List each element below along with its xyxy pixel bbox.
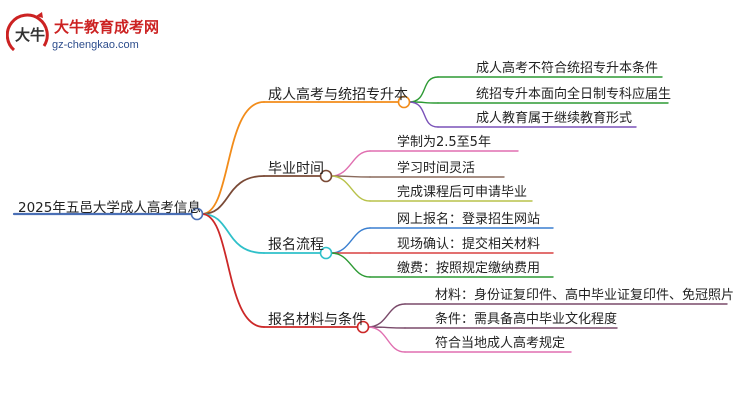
branch-node-2[interactable] — [319, 246, 333, 260]
branch-label-2: 报名流程 — [268, 237, 324, 253]
branch-node-0[interactable] — [397, 95, 411, 109]
branch-label-3: 报名材料与条件 — [268, 312, 366, 328]
leaf-label-2-2: 缴费：按照规定缴纳费用 — [397, 261, 541, 276]
leaf-label-3-1: 条件：需具备高中毕业文化程度 — [435, 312, 618, 327]
leaf-connector-2-2 — [330, 252, 371, 278]
mindmap-edges — [12, 76, 728, 353]
branch-connector-0 — [201, 101, 265, 215]
leaf-label-2-1: 现场确认：提交相关材料 — [397, 237, 541, 252]
leaf-label-0-2: 成人教育属于继续教育形式 — [476, 111, 633, 126]
leaf-label-1-1: 学习时间灵活 — [397, 161, 476, 176]
root-node[interactable] — [190, 207, 204, 221]
branch-label-1: 毕业时间 — [268, 161, 324, 177]
branch-node-3[interactable] — [356, 320, 370, 334]
leaf-label-1-2: 完成课程后可申请毕业 — [397, 185, 528, 200]
leaf-label-2-0: 网上报名：登录招生网站 — [397, 212, 541, 227]
branch-connector-1 — [201, 175, 265, 215]
mindmap-nodes — [190, 95, 411, 334]
branch-label-0: 成人高考与统招专升本 — [268, 87, 408, 103]
leaf-connector-2-0 — [330, 227, 371, 254]
leaf-label-3-2: 符合当地成人高考规定 — [435, 336, 566, 351]
leaf-connector-0-2 — [408, 101, 439, 128]
leaf-connector-0-0 — [408, 76, 439, 103]
branch-connector-3 — [201, 213, 265, 328]
leaf-label-0-1: 统招专升本面向全日制专科应届生 — [476, 87, 672, 102]
logo-badge-icon: 大牛 — [6, 12, 49, 52]
branch-connector-2 — [201, 213, 265, 254]
root-label: 2025年五邑大学成人高考信息 — [18, 200, 201, 216]
leaf-label-0-0: 成人高考不符合统招专升本条件 — [476, 61, 659, 76]
branch-node-1[interactable] — [319, 169, 333, 183]
site-logo[interactable]: 大牛 大牛教育成考网 gz-chengkao.com — [6, 8, 196, 58]
logo-title: 大牛教育成考网 — [54, 18, 160, 36]
logo-url: gz-chengkao.com — [52, 39, 139, 51]
leaf-label-3-0: 材料：身份证复印件、高中毕业证复印件、免冠照片 — [435, 288, 735, 303]
leaf-connector-3-0 — [367, 303, 406, 328]
leaf-connector-1-2 — [330, 175, 371, 202]
logo-badge-text: 大牛 — [15, 26, 45, 44]
leaf-connector-1-0 — [330, 150, 371, 177]
leaf-connector-3-2 — [367, 326, 406, 353]
leaf-label-1-0: 学制为2.5至5年 — [397, 135, 491, 150]
